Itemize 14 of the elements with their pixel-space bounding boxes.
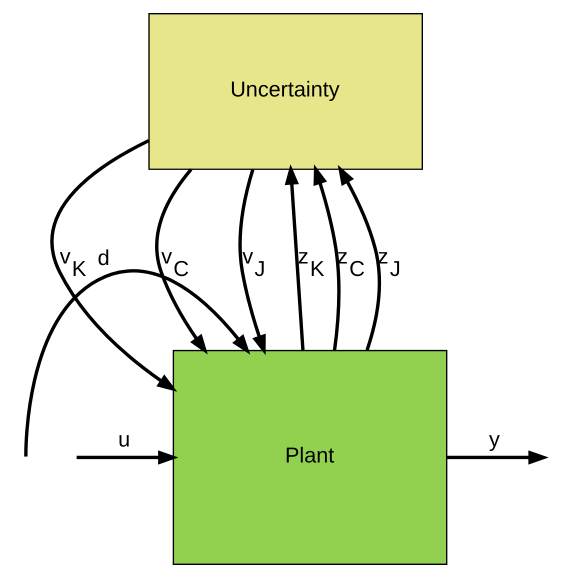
arrow — [76, 450, 178, 465]
arrow — [24, 269, 250, 457]
arrow — [446, 450, 549, 465]
node-box: Uncertainty — [148, 12, 423, 170]
edge-label: d — [98, 245, 110, 270]
arrow — [155, 168, 208, 354]
arrow — [314, 164, 341, 351]
edge-label: u — [118, 426, 130, 452]
node-box: Plant — [172, 350, 448, 566]
arrow — [50, 139, 178, 392]
arrow — [284, 164, 305, 350]
arrow — [338, 164, 382, 351]
edge-label: y — [489, 426, 500, 452]
arrow — [238, 169, 266, 356]
